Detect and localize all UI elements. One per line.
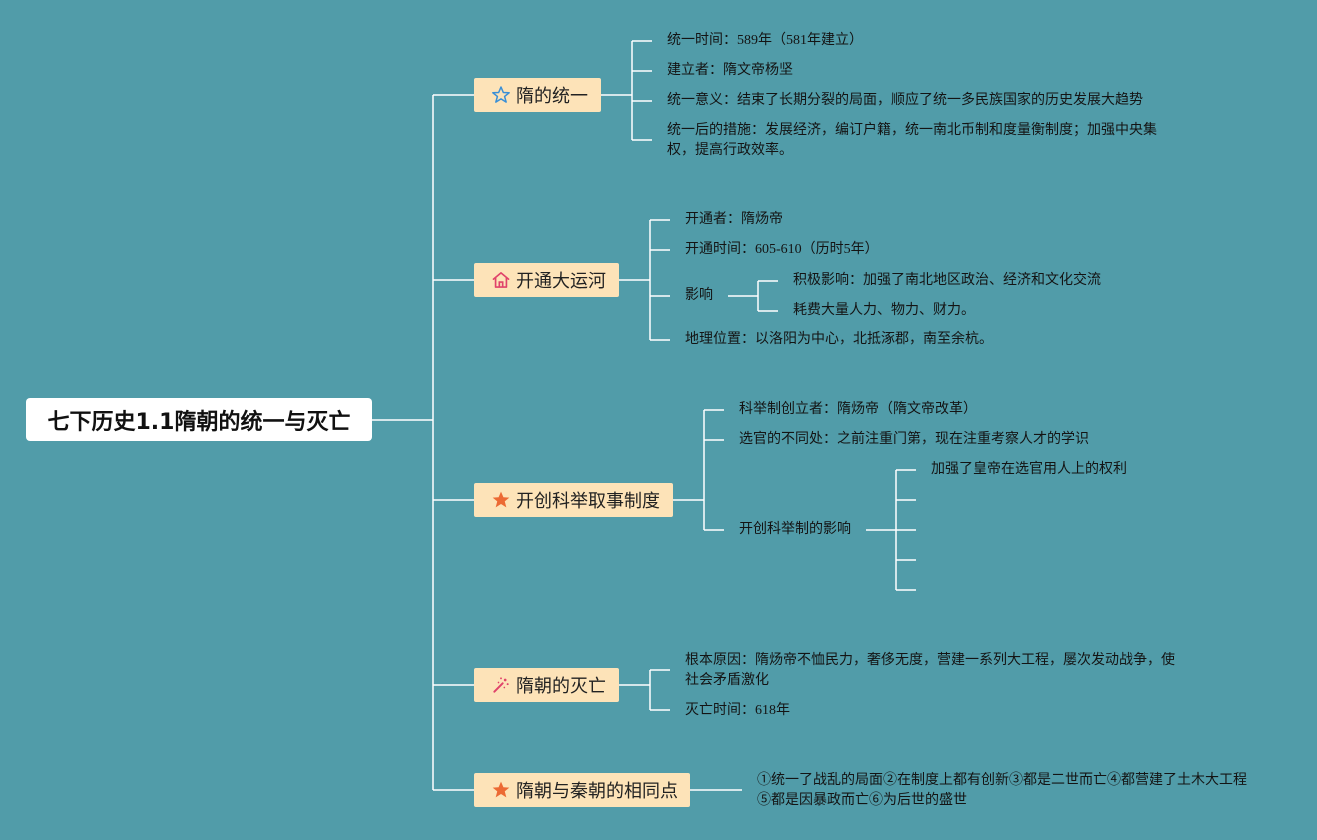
branch-label: 开通大运河: [516, 271, 606, 292]
house-icon: [490, 269, 512, 291]
leaf-text: 加强了皇帝在选官用人上的权利: [931, 462, 1127, 477]
branch-node-fall[interactable]: 隋朝的灭亡: [474, 668, 619, 702]
magic-wand-icon: [490, 674, 512, 696]
leaf-text: 开通者：隋炀帝: [685, 212, 783, 227]
leaf-text: 统一时间：589年（581年建立）: [667, 33, 863, 48]
star-filled-icon: [490, 779, 512, 801]
leaf-text: 科举制创立者：隋炀帝（隋文帝改革）: [739, 402, 977, 417]
star-filled-icon: [490, 489, 512, 511]
branch-node-imperial-exam[interactable]: 开创科举取事制度: [474, 483, 673, 517]
branch-label: 开创科举取事制度: [516, 491, 660, 512]
leaf-text: 建立者：隋文帝杨坚: [667, 63, 793, 78]
root-node[interactable]: 七下历史1.1隋朝的统一与灭亡: [26, 398, 372, 441]
leaf-text: 开通时间：605-610（历时5年）: [685, 242, 879, 257]
leaf-text: 统一后的措施：发展经济，编订户籍，统一南北币制和度量衡制度；加强中央集权，提高行…: [667, 123, 1157, 158]
branch-node-similarities[interactable]: 隋朝与秦朝的相同点: [474, 773, 690, 807]
leaf-text: 统一意义：结束了长期分裂的局面，顺应了统一多民族国家的历史发展大趋势: [667, 93, 1143, 108]
branch-node-grand-canal[interactable]: 开通大运河: [474, 263, 619, 297]
star-outline-icon: [490, 84, 512, 106]
leaf-text: 影响: [685, 288, 713, 303]
leaf-text: 开创科举制的影响: [739, 522, 851, 537]
branch-label: 隋的统一: [516, 86, 588, 107]
leaf-text: 耗费大量人力、物力、财力。: [793, 303, 975, 318]
branch-node-unification[interactable]: 隋的统一: [474, 78, 601, 112]
branch-label: 隋朝的灭亡: [516, 676, 606, 697]
root-title: 七下历史1.1隋朝的统一与灭亡: [47, 409, 351, 435]
branch-label: 隋朝与秦朝的相同点: [516, 781, 678, 802]
leaf-text: 灭亡时间：618年: [685, 703, 790, 718]
leaf-text: 选官的不同处：之前注重门第，现在注重考察人才的学识: [739, 432, 1089, 447]
leaf-text: 根本原因：隋炀帝不恤民力，奢侈无度，营建一系列大工程，屡次发动战争，使社会矛盾激…: [685, 653, 1175, 688]
leaf-text: 积极影响：加强了南北地区政治、经济和文化交流: [793, 273, 1101, 288]
leaf-text: 地理位置：以洛阳为中心，北抵涿郡，南至余杭。: [685, 332, 993, 347]
leaf-text: ①统一了战乱的局面②在制度上都有创新③都是二世而亡④都营建了土木大工程⑤都是因暴…: [757, 773, 1247, 808]
